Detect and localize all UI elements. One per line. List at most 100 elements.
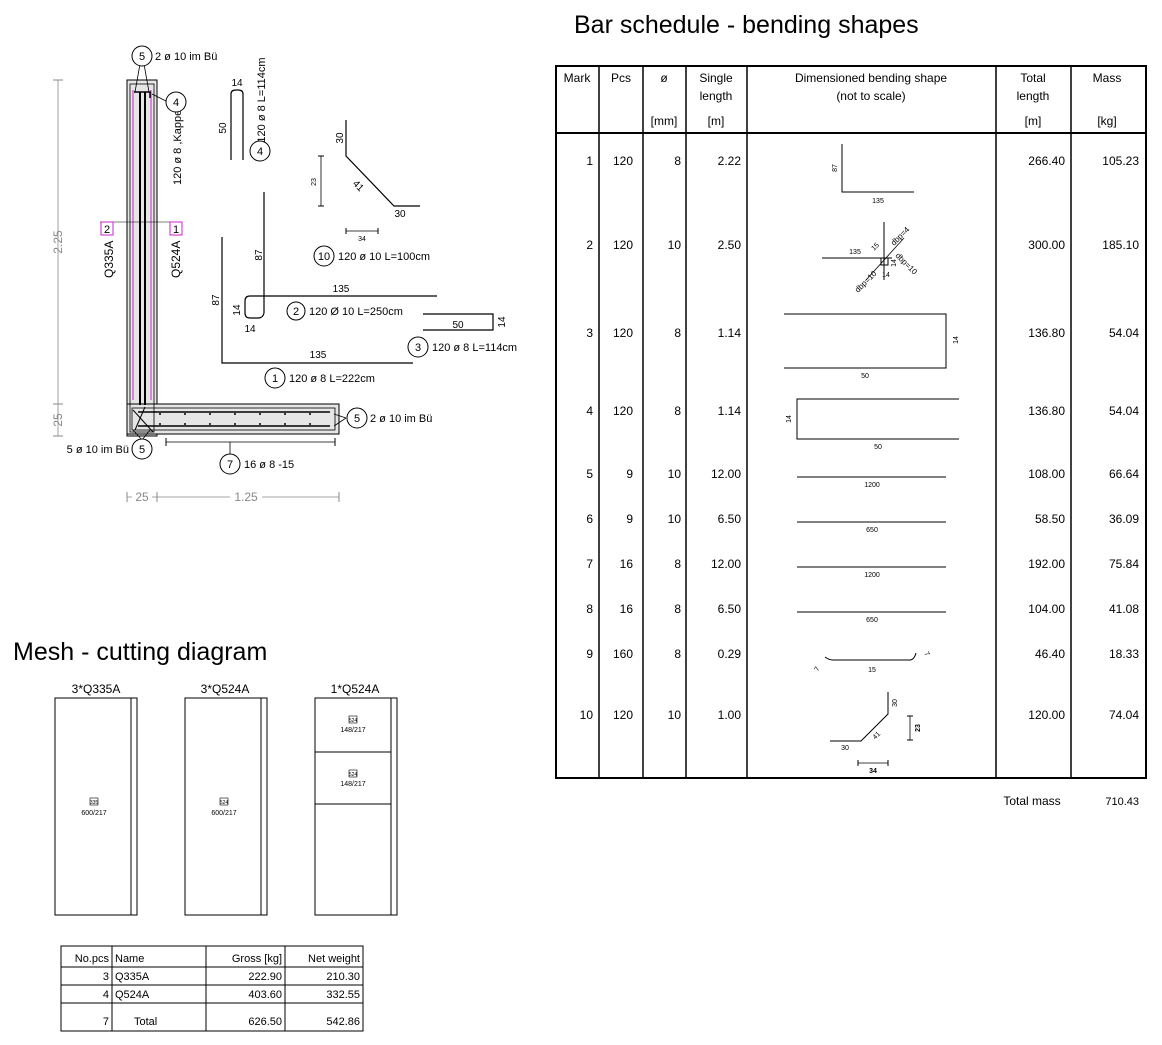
mesh-piece-dims-1: 148/217	[340, 727, 365, 734]
schedule-row: 2 120 10 2.50 300.00 185.10	[586, 238, 1139, 252]
svg-text:3: 3	[586, 326, 593, 340]
header-pcs: Pcs	[611, 71, 631, 85]
shape10-dim-a: 30	[892, 699, 899, 707]
bar1-dim-135: 135	[310, 350, 327, 361]
mark-4-shape: 4	[257, 146, 263, 158]
mesh-table: No.pcs Name Gross [kg] Net weight 3 Q335…	[60, 945, 364, 1032]
header-single-unit: [m]	[708, 114, 725, 128]
mark-1: 1	[272, 373, 278, 385]
svg-text:7: 7	[103, 1016, 109, 1028]
svg-text:6.50: 6.50	[718, 602, 742, 616]
bar10-dim-30b: 30	[394, 209, 406, 220]
shape2-dim-b: 14	[882, 272, 890, 279]
schedule-row: 9 160 8 0.29 46.40 18.33	[586, 647, 1139, 661]
svg-text:12.00: 12.00	[711, 467, 741, 481]
schedule-row: 5 9 10 12.00 108.00 66.64	[586, 467, 1139, 481]
shape10-dim-d: 23	[915, 724, 922, 732]
svg-text:10: 10	[668, 467, 682, 481]
shape3-dim-a: 14	[953, 336, 960, 344]
mesh-header-net: Net weight	[308, 953, 360, 965]
bar5-top-label: 2 ø 10 im Bü	[155, 51, 217, 63]
mesh-panel-dims-2: 600/217	[211, 810, 236, 817]
mesh-label-right: Q524A	[169, 241, 183, 278]
svg-text:2.50: 2.50	[718, 238, 742, 252]
shape2-dim-g: 15	[870, 242, 881, 253]
svg-text:8: 8	[674, 602, 681, 616]
svg-text:120: 120	[613, 238, 633, 252]
shape10-dim-e: 34	[869, 768, 877, 775]
svg-text:10: 10	[580, 708, 594, 722]
bar1-dim-87: 87	[211, 294, 222, 306]
reinforcement-detail: 2 1 Q335A Q524A 120 ø 8 ,Kappe 5 2 ø 10 …	[51, 45, 517, 504]
schedule-row: 1 120 8 2.22 266.40 105.23	[586, 154, 1139, 168]
svg-text:16: 16	[620, 557, 634, 571]
svg-text:1: 1	[586, 154, 593, 168]
mesh-panel-code-1: 335	[90, 800, 99, 806]
svg-text:7: 7	[586, 557, 593, 571]
bar1-label: 120 ø 8 L=222cm	[289, 373, 375, 385]
mark-3: 3	[415, 342, 421, 354]
mark-2: 2	[293, 306, 299, 318]
svg-text:300.00: 300.00	[1028, 238, 1065, 252]
svg-text:8: 8	[674, 326, 681, 340]
svg-text:4: 4	[103, 989, 109, 1001]
svg-text:46.40: 46.40	[1035, 647, 1065, 661]
svg-text:3: 3	[103, 971, 109, 983]
shape1-dim-a: 87	[832, 164, 839, 172]
shape9-dim-a: 7	[814, 666, 822, 673]
bar5-left-label: 5 ø 10 im Bü	[67, 444, 129, 456]
svg-text:36.09: 36.09	[1109, 512, 1139, 526]
svg-text:18.33: 18.33	[1109, 647, 1139, 661]
slab-section	[126, 403, 340, 435]
shape7-dim: 1200	[864, 572, 880, 579]
header-shape-1: Dimensioned bending shape	[795, 71, 947, 85]
header-dia-unit: [mm]	[651, 114, 678, 128]
svg-text:120: 120	[613, 404, 633, 418]
bar7-label: 16 ø 8 -15	[244, 459, 294, 471]
svg-text:1.00: 1.00	[718, 708, 742, 722]
svg-text:105.23: 105.23	[1102, 154, 1139, 168]
header-total-unit: [m]	[1025, 114, 1042, 128]
svg-text:1.14: 1.14	[718, 326, 742, 340]
svg-text:9: 9	[626, 512, 633, 526]
dim-width-left: 25	[135, 490, 149, 504]
mesh-cutting-diagram: Mesh - cutting diagram 3*Q335A 335 600/2…	[13, 638, 398, 1032]
svg-text:120: 120	[613, 326, 633, 340]
bar5-right-label: 2 ø 10 im Bü	[370, 413, 432, 425]
svg-text:8: 8	[674, 404, 681, 418]
mesh-tag-left: 2	[104, 224, 110, 236]
svg-text:108.00: 108.00	[1028, 467, 1065, 481]
shape9-dim-b: 15	[868, 667, 876, 674]
mesh-header-gross: Gross [kg]	[232, 953, 282, 965]
bar2-dim-14a: 14	[232, 304, 243, 316]
svg-text:332.55: 332.55	[326, 989, 360, 1001]
svg-text:192.00: 192.00	[1028, 557, 1065, 571]
svg-text:8: 8	[586, 602, 593, 616]
bar2-label: 120 Ø 10 L=250cm	[309, 306, 403, 318]
svg-text:8: 8	[674, 154, 681, 168]
mesh-panel-label-2: 3*Q524A	[201, 682, 250, 696]
shape8-dim: 650	[866, 617, 878, 624]
svg-text:54.04: 54.04	[1109, 404, 1139, 418]
shape2-dbp-c: dbp=10	[853, 269, 879, 295]
svg-text:222.90: 222.90	[248, 971, 282, 983]
svg-text:9: 9	[626, 467, 633, 481]
mark-5-top: 5	[139, 51, 145, 63]
header-shape-2: (not to scale)	[836, 89, 905, 103]
bar-schedule-title: Bar schedule - bending shapes	[574, 11, 919, 39]
svg-text:2: 2	[586, 238, 593, 252]
bar10-label: 120 ø 10 L=100cm	[338, 251, 430, 263]
mesh-panel-label-3: 1*Q524A	[331, 682, 380, 696]
shape9-dim-c: 7	[922, 651, 930, 658]
bar10-dim-23: 23	[311, 178, 318, 186]
svg-text:58.50: 58.50	[1035, 512, 1065, 526]
bar3-dim-50: 50	[452, 320, 464, 331]
header-total-2: length	[1017, 89, 1050, 103]
bar2-dim-135: 135	[333, 284, 350, 295]
svg-text:41.08: 41.08	[1109, 602, 1139, 616]
dim-width-right: 1.25	[234, 490, 258, 504]
svg-text:10: 10	[668, 238, 682, 252]
svg-text:74.04: 74.04	[1109, 708, 1139, 722]
svg-text:Q335A: Q335A	[115, 971, 150, 983]
